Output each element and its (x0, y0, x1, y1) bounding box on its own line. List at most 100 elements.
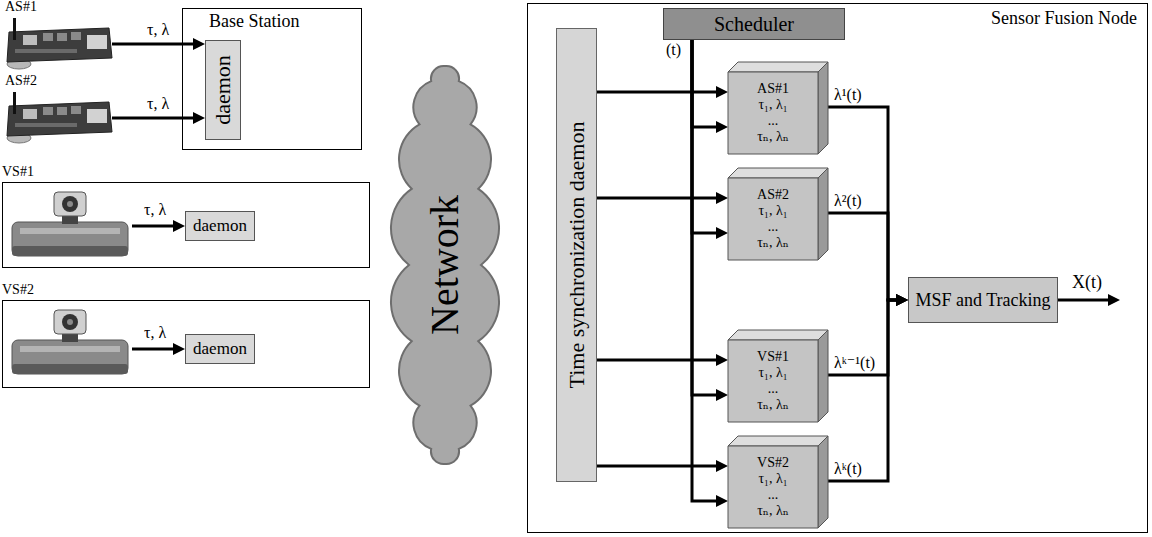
cube-title: AS#2 (757, 187, 789, 203)
edge-label: λ¹(t) (832, 86, 864, 104)
router-body (12, 340, 128, 374)
cube-side (818, 330, 828, 422)
buffer-entry: τ₁, λ₁ (758, 471, 787, 487)
cube-side (818, 436, 828, 528)
router-body (12, 222, 128, 256)
sensor-buffer-cube: AS#2τ₁, λ₁...τₙ, λₙ (728, 168, 828, 260)
header-pins (15, 49, 77, 53)
buffer-entry: τₙ, λₙ (757, 397, 789, 413)
connector (87, 109, 107, 123)
daemon-box: daemon (185, 334, 255, 364)
node-title: Sensor Fusion Node (991, 8, 1137, 29)
node-heading: VS#1 (2, 164, 34, 180)
data-connector (692, 40, 718, 233)
chip (57, 107, 67, 115)
cube-face: VS#1τ₁, λ₁...τₙ, λₙ (728, 340, 818, 422)
sync-daemon-bar: Time synchronization daemon (556, 28, 597, 482)
data-connector (692, 40, 718, 127)
node-label: daemon (210, 55, 235, 125)
chip (57, 33, 67, 41)
sensor-board: AS#2 (5, 92, 112, 136)
edge-label: τ, λ (145, 95, 171, 113)
data-connector (692, 40, 718, 395)
data-arrow (132, 348, 175, 351)
output-arrow (1058, 299, 1110, 302)
data-connector (828, 300, 898, 481)
buffer-entry: ... (768, 219, 779, 235)
buffer-entry: τ₁, λ₁ (758, 203, 787, 219)
cube-top (728, 330, 828, 340)
circuit-board (7, 28, 112, 62)
base-station-box: Base Station daemon (182, 8, 362, 150)
header-pins (15, 123, 77, 127)
sensor-board-picture (7, 92, 112, 143)
edge-label: λᵏ⁻¹(t) (832, 354, 877, 372)
webcam (54, 192, 86, 216)
router-stripe (20, 346, 120, 352)
sensor-board-picture (7, 18, 112, 69)
node-label: Scheduler (714, 13, 794, 36)
cube-front (728, 72, 818, 154)
buffer-entry: τₙ, λₙ (757, 503, 789, 519)
edge-label: λᵏ(t) (832, 460, 864, 478)
lens-glass (67, 319, 73, 325)
webcam (54, 310, 86, 334)
cube-front (728, 340, 818, 422)
cube-title: VS#1 (757, 349, 789, 365)
camera-node-box: VS#2daemon (2, 300, 370, 388)
data-arrow (132, 225, 175, 228)
edge-label: λ²(t) (832, 192, 864, 210)
data-connector (692, 40, 718, 501)
lens-glass (67, 201, 73, 207)
cube-side (818, 168, 828, 260)
cloud-shape (391, 66, 499, 464)
node-label: MSF and Tracking (915, 290, 1050, 311)
daemon-box: daemon (185, 211, 255, 241)
buffer-entry: τₙ, λₙ (757, 129, 789, 145)
node-label: Network (422, 195, 468, 335)
free-label: X(t) (1070, 272, 1104, 293)
buffer-entry: τₙ, λₙ (757, 235, 789, 251)
data-connector (597, 465, 718, 468)
node-label: daemon (193, 339, 247, 359)
antenna (13, 92, 16, 114)
cube-title: VS#2 (757, 455, 789, 471)
camera-picture (12, 310, 128, 374)
scheduler-box: Scheduler (663, 8, 845, 40)
cube-face: AS#1τ₁, λ₁...τₙ, λₙ (728, 72, 818, 154)
node-heading: AS#1 (5, 0, 37, 15)
network-cloud: Network (393, 50, 497, 480)
cube-front (728, 178, 818, 260)
data-connector (597, 91, 718, 94)
buffer-entry: ... (768, 381, 779, 397)
cube-title: AS#1 (757, 81, 789, 97)
node-title: Base Station (209, 11, 300, 32)
buffer-entry: ... (768, 113, 779, 129)
data-connector (828, 107, 898, 300)
cube-top (728, 62, 828, 72)
sensor-buffer-cube: VS#2τ₁, λ₁...τₙ, λₙ (728, 436, 828, 528)
sensor-board: AS#1 (5, 18, 112, 62)
buffer-entry: τ₁, λ₁ (758, 97, 787, 113)
cube-top (728, 436, 828, 446)
sensor-buffer-cube: AS#1τ₁, λ₁...τₙ, λₙ (728, 62, 828, 154)
data-connector (597, 359, 718, 362)
router-base (12, 364, 128, 374)
chip (23, 109, 37, 119)
chip (23, 35, 37, 45)
buffer-entry: τ₁, λ₁ (758, 365, 787, 381)
node-label: Time synchronization daemon (564, 122, 589, 389)
free-label: τ, λ (142, 201, 168, 219)
connector (87, 35, 107, 49)
cube-front (728, 446, 818, 528)
data-connector (597, 197, 718, 200)
circuit-board (7, 102, 112, 136)
fusion-box: MSF and Tracking (908, 277, 1058, 323)
chip (71, 32, 81, 40)
chip (71, 106, 81, 114)
fusion-node-box: Sensor Fusion NodeTime synchronization d… (527, 3, 1148, 533)
data-connector (828, 213, 898, 300)
sensor-buffer-cube: VS#1τ₁, λ₁...τₙ, λₙ (728, 330, 828, 422)
cube-face: AS#2τ₁, λ₁...τₙ, λₙ (728, 178, 818, 260)
